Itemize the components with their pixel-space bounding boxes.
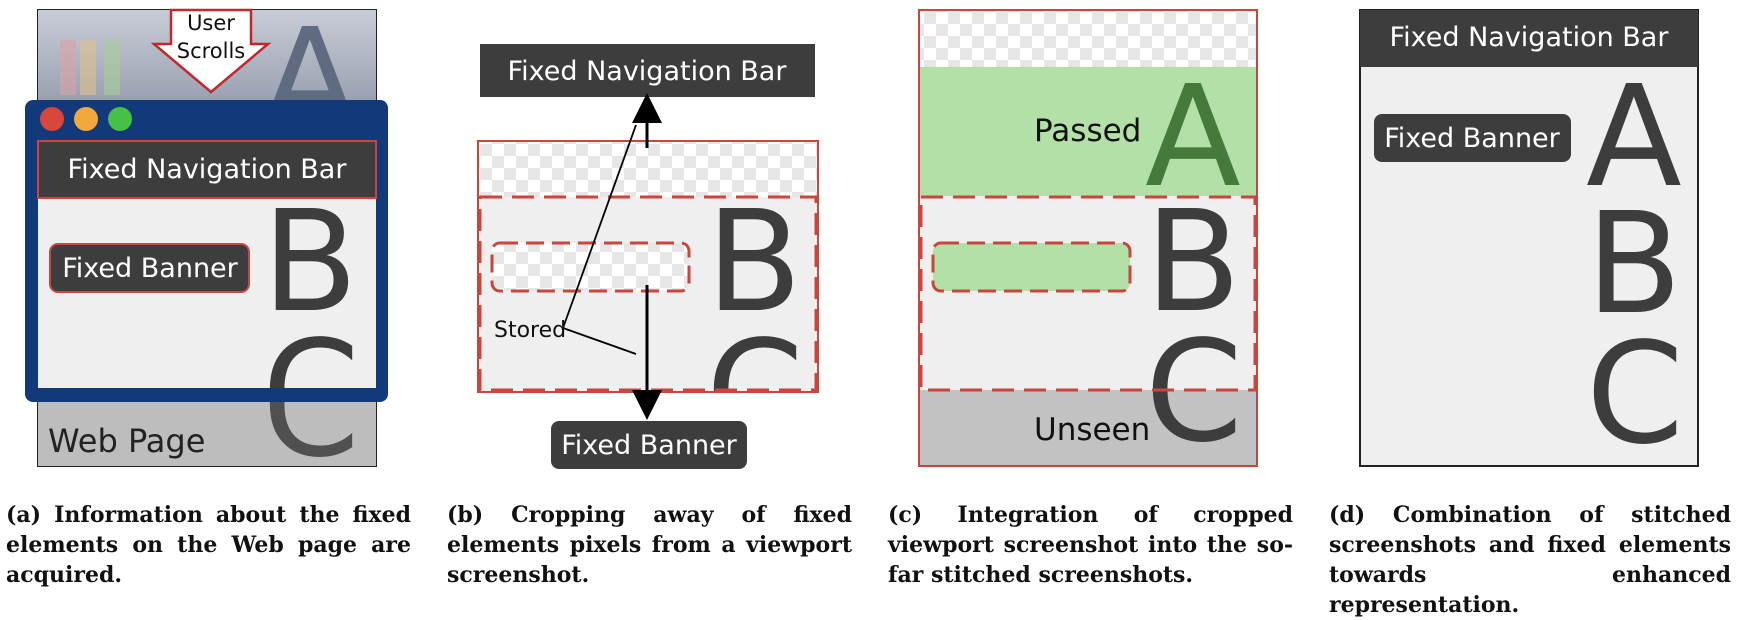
letter-b: B (262, 181, 358, 344)
below-viewport-area (38, 400, 376, 466)
filled-banner-region (931, 241, 1132, 293)
stored-pointer-line-1 (562, 124, 637, 329)
user-scrolls-arrow-icon (150, 8, 272, 94)
minimize-dot-icon (74, 107, 98, 131)
maximize-dot-icon (108, 107, 132, 131)
web-page-label: Web Page (48, 422, 205, 460)
passed-label: Passed (1034, 113, 1141, 149)
stored-label: Stored (494, 318, 566, 343)
extracted-navigation-bar (480, 44, 815, 97)
integrated-region-outline (919, 195, 1257, 392)
caption-c: (c) Integration of cropped viewport scre… (888, 502, 1293, 588)
caption-d: (d) Combination of stitched screenshots … (1329, 502, 1731, 618)
unseen-region (919, 390, 1257, 466)
letter-b: B (706, 181, 802, 344)
kept-region-outline (478, 195, 818, 392)
close-dot-icon (40, 107, 64, 131)
final-navigation-bar (1360, 10, 1698, 67)
banner-label: Fixed Banner (62, 253, 238, 284)
empty-nav-region (919, 10, 1257, 67)
cropped-nav-region (478, 141, 818, 197)
final-banner-label: Fixed Banner (1384, 123, 1560, 154)
nav-bar-label: Fixed Navigation Bar (68, 154, 348, 185)
unseen-label: Unseen (1034, 412, 1150, 448)
panel-c: A B C Passed Unseen (918, 9, 1258, 474)
final-nav-label: Fixed Navigation Bar (1390, 22, 1670, 53)
fixed-banner (49, 243, 250, 293)
panel-b: Fixed Navigation Bar B C Stored Fixed Ba… (477, 44, 819, 474)
scroll-label-line2: Scrolls (177, 39, 246, 63)
letter-c: C (706, 311, 804, 474)
figure-canvas: A C B C Fixed Navigation Bar Fixed Banne… (25, 8, 1699, 476)
scroll-label-line1: User (187, 11, 235, 35)
final-banner (1374, 114, 1571, 162)
stitched-outline (918, 9, 1258, 467)
letter-c: C (1145, 311, 1243, 474)
stored-pointer-line-2 (562, 327, 637, 355)
cropped-banner-region (490, 241, 691, 293)
letter-a: A (1586, 56, 1682, 219)
letter-b: B (1145, 181, 1241, 344)
panel-d: Fixed Navigation Bar Fixed Banner A B C (1359, 9, 1699, 476)
letter-c: C (1586, 313, 1684, 476)
caption-b: (b) Cropping away of fixed elements pixe… (447, 502, 852, 588)
extracted-nav-label: Fixed Navigation Bar (508, 56, 788, 87)
panel-a: A C B C Fixed Navigation Bar Fixed Banne… (25, 8, 388, 474)
fixed-navigation-bar (37, 140, 377, 199)
extracted-banner-label: Fixed Banner (561, 430, 737, 461)
caption-a: (a) Information about the fixed elements… (6, 502, 411, 588)
letter-b: B (1586, 183, 1682, 346)
passed-region (919, 67, 1257, 196)
extracted-banner (551, 421, 747, 469)
letter-a: A (1145, 56, 1241, 219)
letter-c-viewport: C (262, 311, 360, 474)
